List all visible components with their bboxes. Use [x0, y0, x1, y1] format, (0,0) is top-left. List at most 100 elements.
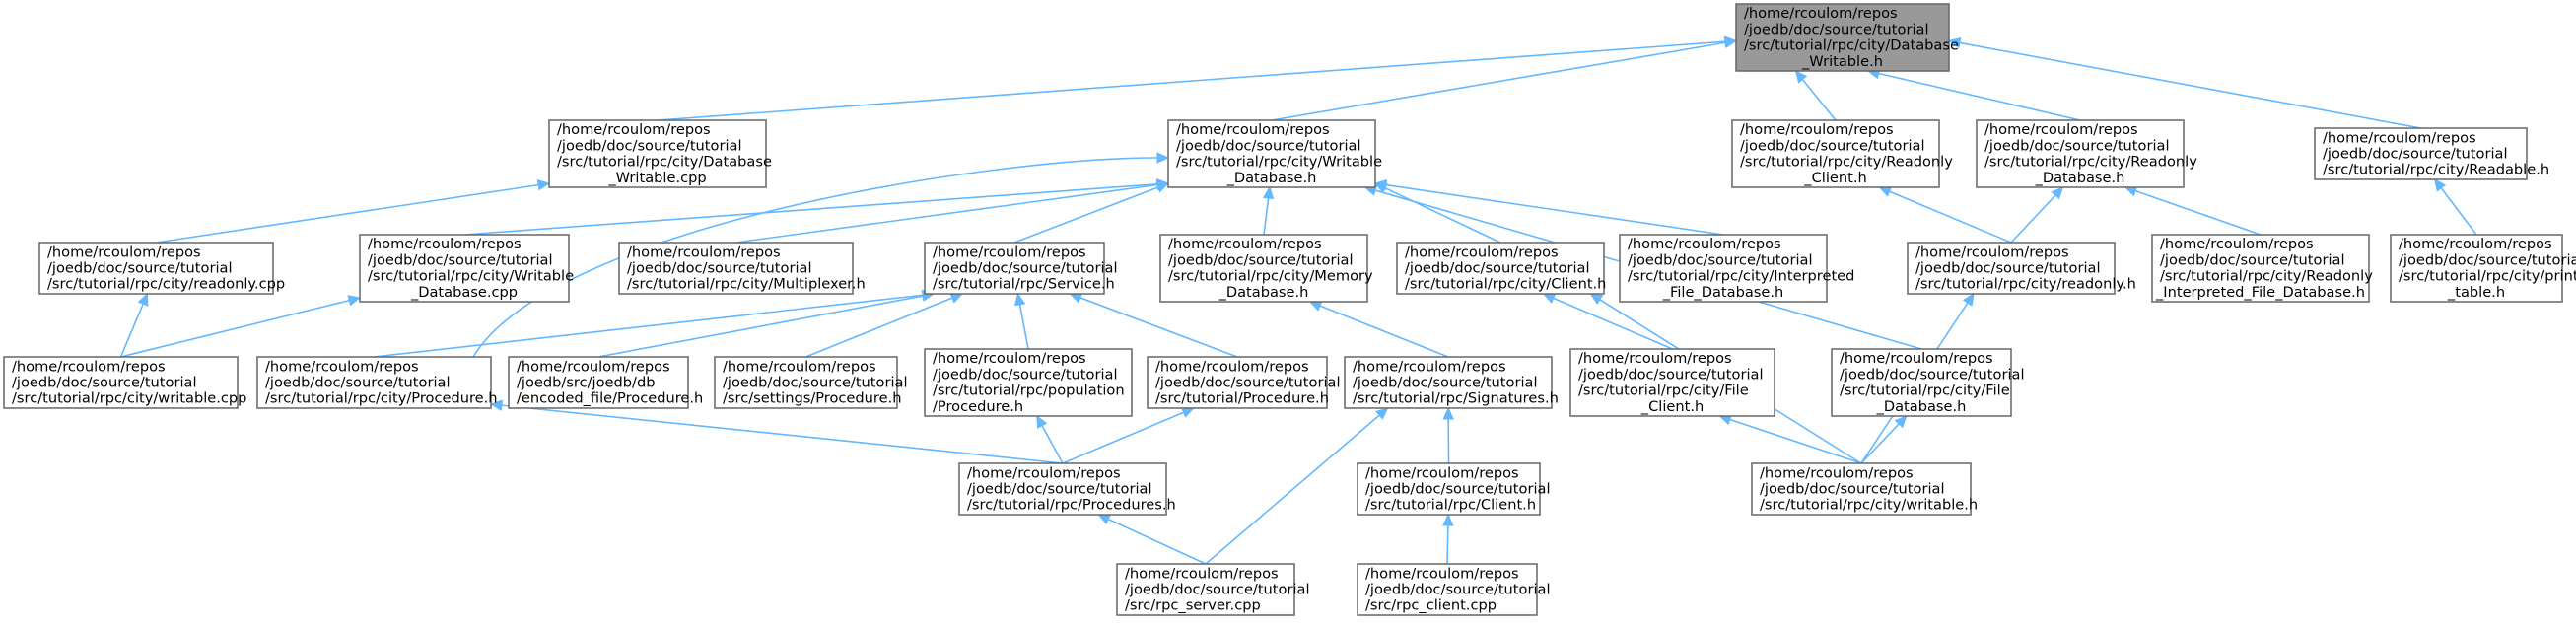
node-label-line: /src/tutorial/rpc/population — [933, 383, 1125, 399]
node-label-line: /home/rcoulom/repos — [1628, 236, 1781, 252]
node-label-line: /joedb/doc/source/tutorial — [1176, 137, 1361, 154]
edge-city-procedure-h-to-writable-database-h — [472, 152, 1170, 358]
node-readonly-h[interactable]: /home/rcoulom/repos/joedb/doc/source/tut… — [1907, 242, 2136, 295]
node-encoded-file-procedure-h[interactable]: /home/rcoulom/repos/joedb/src/joedb/db/e… — [508, 356, 703, 409]
node-rpc-server-cpp[interactable]: /home/rcoulom/repos/joedb/doc/source/tut… — [1116, 563, 1310, 616]
arrow-head — [1723, 36, 1738, 49]
node-signatures-h[interactable]: /home/rcoulom/repos/joedb/doc/source/tut… — [1344, 356, 1559, 409]
node-readonly-cpp[interactable]: /home/rcoulom/repos/joedb/doc/source/tut… — [38, 242, 285, 295]
node-readonly-database-h[interactable]: /home/rcoulom/repos/joedb/doc/source/tut… — [1976, 119, 2197, 188]
node-rpc-client-h[interactable]: /home/rcoulom/repos/joedb/doc/source/tut… — [1357, 462, 1551, 516]
edge-line — [472, 157, 1158, 358]
node-box — [3, 356, 239, 409]
edge-writable-h-to-file-client-h — [1718, 414, 1862, 464]
node-rpc-client-cpp[interactable]: /home/rcoulom/repos/joedb/doc/source/tut… — [1357, 563, 1551, 616]
node-label-line: /home/rcoulom/repos — [1744, 5, 1898, 22]
node-box — [1344, 356, 1553, 409]
edge-line — [1041, 425, 1064, 464]
node-box — [508, 356, 689, 409]
edge-line — [374, 294, 924, 358]
node-client-h[interactable]: /home/rcoulom/repos/joedb/doc/source/tut… — [1396, 242, 1606, 295]
edge-line — [1062, 411, 1184, 464]
node-label-line: /joedb/doc/source/tutorial — [265, 375, 451, 391]
node-box — [1619, 234, 1828, 303]
edge-line — [156, 183, 539, 244]
node-multiplexer-h[interactable]: /home/rcoulom/repos/joedb/doc/source/tut… — [618, 242, 866, 295]
node-db-writable-cpp[interactable]: /home/rcoulom/repos/joedb/doc/source/tut… — [548, 119, 772, 188]
edge-readable-h-to-root — [1947, 36, 2421, 129]
arrow-head — [1013, 292, 1026, 307]
arrow-head — [489, 399, 504, 411]
arrow-head — [347, 295, 362, 307]
node-writable-database-h[interactable]: /home/rcoulom/repos/joedb/doc/source/tut… — [1167, 119, 1382, 188]
node-label-line: /joedb/doc/source/tutorial — [723, 375, 908, 391]
edge-tutorial-procedure-h-to-service-h — [1069, 292, 1238, 358]
node-label-line: /joedb/doc/source/tutorial — [1125, 582, 1310, 598]
node-writable-database-cpp[interactable]: /home/rcoulom/repos/joedb/doc/source/tut… — [359, 234, 574, 303]
edge-rpc-server-cpp-to-signatures-h — [1205, 407, 1389, 565]
node-readable-h[interactable]: /home/rcoulom/repos/joedb/doc/source/tut… — [2314, 127, 2549, 180]
node-box — [1167, 119, 1376, 188]
node-label-line: /joedb/doc/source/tutorial — [1405, 260, 1590, 277]
node-label-line: /joedb/doc/source/tutorial — [1365, 481, 1551, 498]
edge-rpc-server-cpp-to-procedures-h — [1097, 514, 1207, 565]
node-settings-procedure-h[interactable]: /home/rcoulom/repos/joedb/doc/source/tut… — [714, 356, 908, 409]
node-label-line: /src/tutorial/rpc/city/Memory — [1168, 268, 1373, 285]
node-readonly-interpreted-h[interactable]: /home/rcoulom/repos/joedb/doc/source/tut… — [2151, 234, 2373, 303]
edge-writable-h-to-file-database-h — [1860, 415, 1908, 464]
node-procedures-h[interactable]: /home/rcoulom/repos/joedb/doc/source/tut… — [958, 462, 1176, 516]
node-label-line: /joedb/doc/source/tutorial — [1365, 582, 1551, 598]
node-box — [1357, 563, 1538, 616]
node-label-line: _Writable.h — [1801, 53, 1883, 70]
edge-writable-database-h-to-root — [1271, 36, 1738, 121]
node-print-table-h[interactable]: /home/rcoulom/repos/joedb/doc/source/tut… — [2390, 234, 2576, 303]
node-city-procedure-h[interactable]: /home/rcoulom/repos/joedb/doc/source/tut… — [256, 356, 498, 409]
node-box — [1147, 356, 1328, 409]
edge-line — [597, 295, 924, 358]
node-label-line: _Client.h — [1803, 170, 1866, 186]
node-box — [1569, 348, 1775, 417]
edge-readonly-cpp-to-db-writable-cpp — [156, 179, 551, 244]
node-service-h[interactable]: /home/rcoulom/repos/joedb/doc/source/tut… — [924, 242, 1118, 295]
node-interpreted-file-database-h[interactable]: /home/rcoulom/repos/joedb/doc/source/tut… — [1619, 234, 1854, 303]
node-box — [1831, 348, 2012, 417]
node-label-line: /home/rcoulom/repos — [627, 244, 781, 260]
node-label-line: /joedb/doc/source/tutorial — [1155, 375, 1341, 391]
node-box — [714, 356, 898, 409]
edge-line — [1446, 524, 1449, 565]
node-label-line: /home/rcoulom/repos — [47, 244, 201, 260]
arrow-head — [1308, 300, 1323, 312]
node-file-client-h[interactable]: /home/rcoulom/repos/joedb/doc/source/tut… — [1569, 348, 1775, 417]
node-label-line: /home/rcoulom/repos — [265, 358, 419, 375]
node-readonly-client-h[interactable]: /home/rcoulom/repos/joedb/doc/source/tut… — [1731, 119, 1953, 188]
node-population-procedure-h[interactable]: /home/rcoulom/repos/joedb/doc/source/tut… — [924, 348, 1133, 417]
edge-print-table-h-to-readable-h — [2433, 178, 2477, 236]
node-label-line: /encoded_file/Procedure.h — [517, 390, 703, 407]
arrow-head — [1962, 292, 1975, 307]
node-label-line: /home/rcoulom/repos — [1168, 236, 1322, 252]
edge-line — [501, 404, 1064, 464]
node-writable-h[interactable]: /home/rcoulom/repos/joedb/doc/source/tut… — [1751, 462, 1978, 516]
edge-multiplexer-h-to-writable-database-h — [735, 178, 1170, 244]
node-label-line: /joedb/doc/source/tutorial — [1915, 260, 2101, 277]
node-root[interactable]: /home/rcoulom/repos/joedb/doc/source/tut… — [1735, 3, 1959, 72]
edge-line — [2134, 189, 2262, 236]
node-label-line: _Database.cpp — [410, 284, 518, 301]
node-tutorial-procedure-h[interactable]: /home/rcoulom/repos/joedb/doc/source/tut… — [1147, 356, 1341, 409]
node-label-line: /src/settings/Procedure.h — [723, 390, 901, 407]
node-label-line: /src/tutorial/rpc/city/Readable.h — [2323, 162, 2549, 178]
edge-writable-cpp-to-readonly-cpp — [119, 292, 149, 358]
node-label-line: /joedb/doc/source/tutorial — [2399, 251, 2576, 268]
node-box — [2151, 234, 2370, 303]
node-box — [924, 348, 1133, 417]
edge-procedures-h-to-population-procedure-h — [1036, 414, 1064, 464]
edge-line — [1107, 518, 1207, 565]
node-label-line: /joedb/doc/source/tutorial — [967, 481, 1152, 498]
node-box — [1751, 462, 1972, 516]
node-file-database-h[interactable]: /home/rcoulom/repos/joedb/doc/source/tut… — [1831, 348, 2025, 417]
edge-readonly-database-h-to-root — [1866, 67, 2081, 121]
node-label-line: /joedb/doc/source/tutorial — [12, 375, 197, 391]
node-memory-database-h[interactable]: /home/rcoulom/repos/joedb/doc/source/tut… — [1159, 234, 1373, 303]
node-writable-cpp[interactable]: /home/rcoulom/repos/joedb/doc/source/tut… — [3, 356, 246, 409]
